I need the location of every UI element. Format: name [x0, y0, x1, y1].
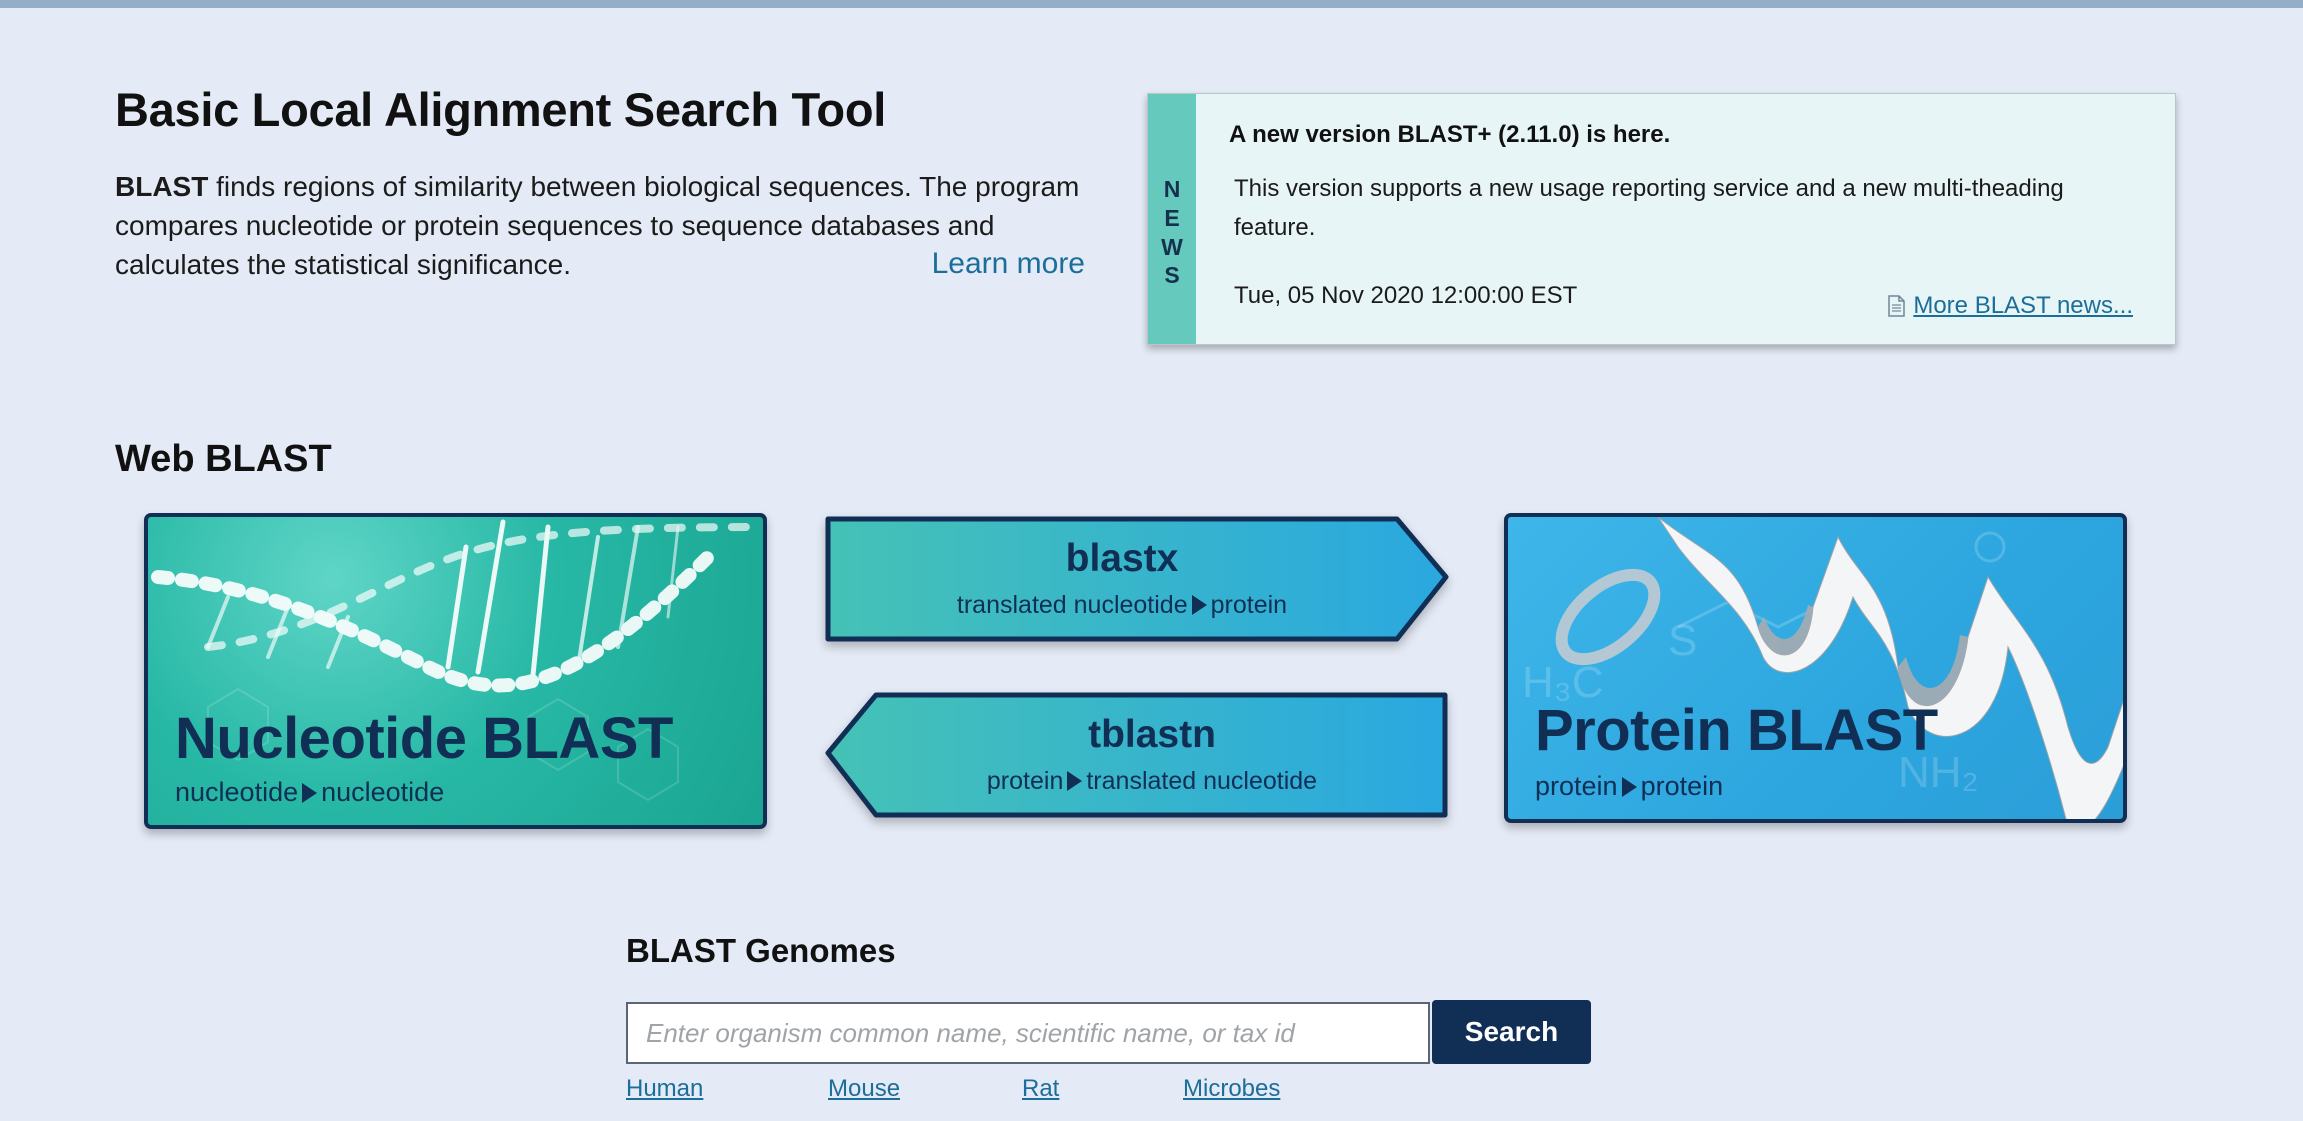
top-accent-bar: [0, 0, 2303, 8]
s-atom-deco: S: [1668, 616, 1697, 665]
dna-helix-icon: [151, 519, 762, 802]
more-blast-news-link[interactable]: More BLAST news...: [1888, 292, 2133, 320]
intro-section: Basic Local Alignment Search Tool BLAST …: [115, 82, 1085, 284]
blastx-title: blastx: [1065, 537, 1179, 580]
intro-description-text: finds regions of similarity between biol…: [115, 171, 1080, 280]
genome-link-mouse[interactable]: Mouse: [828, 1075, 901, 1102]
blastx-subtitle: translated nucleotide protein: [822, 591, 1452, 620]
news-date: Tue, 05 Nov 2020 12:00:00 EST: [1234, 282, 1578, 309]
protein-sub-to: protein: [1640, 771, 1724, 801]
tblastn-title: tblastn: [1088, 713, 1216, 756]
tblastn-arrow-shape: [825, 692, 1448, 818]
protein-sub-from: protein: [1535, 771, 1618, 801]
news-strip: N E W S: [1148, 94, 1196, 344]
h3c-formula-deco: H₃C: [1522, 658, 1603, 707]
nucleotide-blast-subtitle: nucleotide nucleotide: [175, 777, 444, 808]
tblastn-sub-to: translated nucleotide: [1086, 767, 1318, 795]
news-strip-letter: N: [1163, 176, 1181, 202]
tblastn-tile[interactable]: tblastn protein translated nucleotide: [822, 689, 1452, 821]
arrow-right-icon: [1067, 771, 1083, 791]
tblastn-subtitle: protein translated nucleotide: [822, 767, 1452, 796]
protein-blast-tile[interactable]: H₃C S NH₂ Protein BLAST protein protein: [1504, 513, 2127, 823]
genome-link-microbes[interactable]: Microbes: [1183, 1075, 1281, 1102]
nucleotide-blast-tile[interactable]: Nucleotide BLAST nucleotide nucleotide: [144, 513, 767, 829]
nucleotide-sub-to: nucleotide: [321, 777, 445, 807]
genome-search-button[interactable]: Search: [1432, 1000, 1591, 1064]
learn-more-link[interactable]: Learn more: [931, 247, 1085, 280]
web-blast-title: Web BLAST: [115, 438, 332, 480]
arrow-right-icon: [302, 783, 318, 803]
news-strip-letter: W: [1161, 234, 1183, 260]
nucleotide-blast-title: Nucleotide BLAST: [175, 706, 673, 771]
page-title: Basic Local Alignment Search Tool: [115, 83, 886, 136]
news-body: This version supports a new usage report…: [1234, 175, 2064, 241]
document-icon: [1888, 295, 1906, 317]
arrow-right-icon: [1621, 777, 1637, 797]
blastx-sub-to: protein: [1210, 591, 1288, 619]
news-strip-letter: E: [1164, 205, 1180, 231]
more-blast-news-label: More BLAST news...: [1913, 292, 2133, 319]
intro-description: BLAST finds regions of similarity betwee…: [115, 167, 1085, 284]
blastx-tile[interactable]: blastx translated nucleotide protein: [822, 513, 1452, 645]
genome-link-rat[interactable]: Rat: [1022, 1075, 1060, 1102]
nucleotide-sub-from: nucleotide: [175, 777, 299, 807]
news-strip-letter: S: [1164, 262, 1180, 288]
protein-blast-subtitle: protein protein: [1535, 771, 1723, 802]
blastx-sub-from: translated nucleotide: [956, 591, 1188, 619]
intro-blast-bold: BLAST: [115, 171, 209, 202]
arrow-right-icon: [1191, 595, 1207, 615]
genome-link-human[interactable]: Human: [626, 1075, 704, 1102]
blastx-arrow-shape: [825, 516, 1449, 642]
news-title: A new version BLAST+ (2.11.0) is here.: [1229, 121, 1671, 148]
protein-blast-title: Protein BLAST: [1535, 698, 1938, 763]
tblastn-sub-from: protein: [986, 767, 1064, 795]
news-panel: N E W S A new version BLAST+ (2.11.0) is…: [1147, 93, 2176, 345]
blast-genomes-title: BLAST Genomes: [626, 932, 896, 969]
organism-search-input[interactable]: [626, 1002, 1430, 1064]
protein-helix-icon: H₃C S NH₂: [1522, 517, 2123, 819]
nh2-formula-deco: NH₂: [1898, 748, 1979, 797]
